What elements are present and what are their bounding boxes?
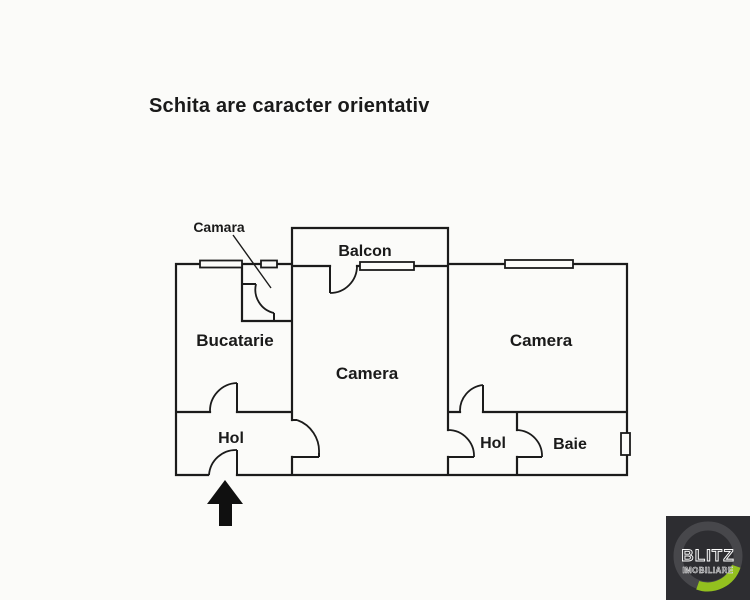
room-label-baie: Baie (553, 436, 587, 453)
page-title: Schita are caracter orientativ (149, 95, 430, 117)
agency-logo: BLITZ IMOBILIARE (666, 516, 750, 600)
logo-green-arc (696, 564, 741, 592)
room-label-camara: Camara (193, 219, 245, 235)
room-label-balcon: Balcon (338, 243, 392, 260)
room-label-camera-mid: Camera (335, 364, 399, 383)
window-bucatarie-left (199, 259, 243, 269)
entrance-arrow-icon (207, 480, 243, 526)
window-bucatarie-right (260, 259, 278, 269)
window-baie (620, 432, 631, 456)
room-label-hol-right: Hol (480, 435, 506, 452)
door-leaves (236, 266, 542, 475)
window-camera-right (504, 259, 574, 269)
logo-subtitle-text: IMOBILIARE (682, 566, 733, 575)
door-swing-arcs (208, 265, 543, 476)
logo-brand-text: BLITZ (681, 546, 734, 565)
camara-leader-line (232, 234, 272, 289)
room-label-hol-left: Hol (218, 430, 244, 447)
window-balcon (359, 261, 415, 271)
room-label-camera-right: Camera (509, 331, 573, 350)
room-label-bucatarie: Bucatarie (196, 331, 274, 350)
